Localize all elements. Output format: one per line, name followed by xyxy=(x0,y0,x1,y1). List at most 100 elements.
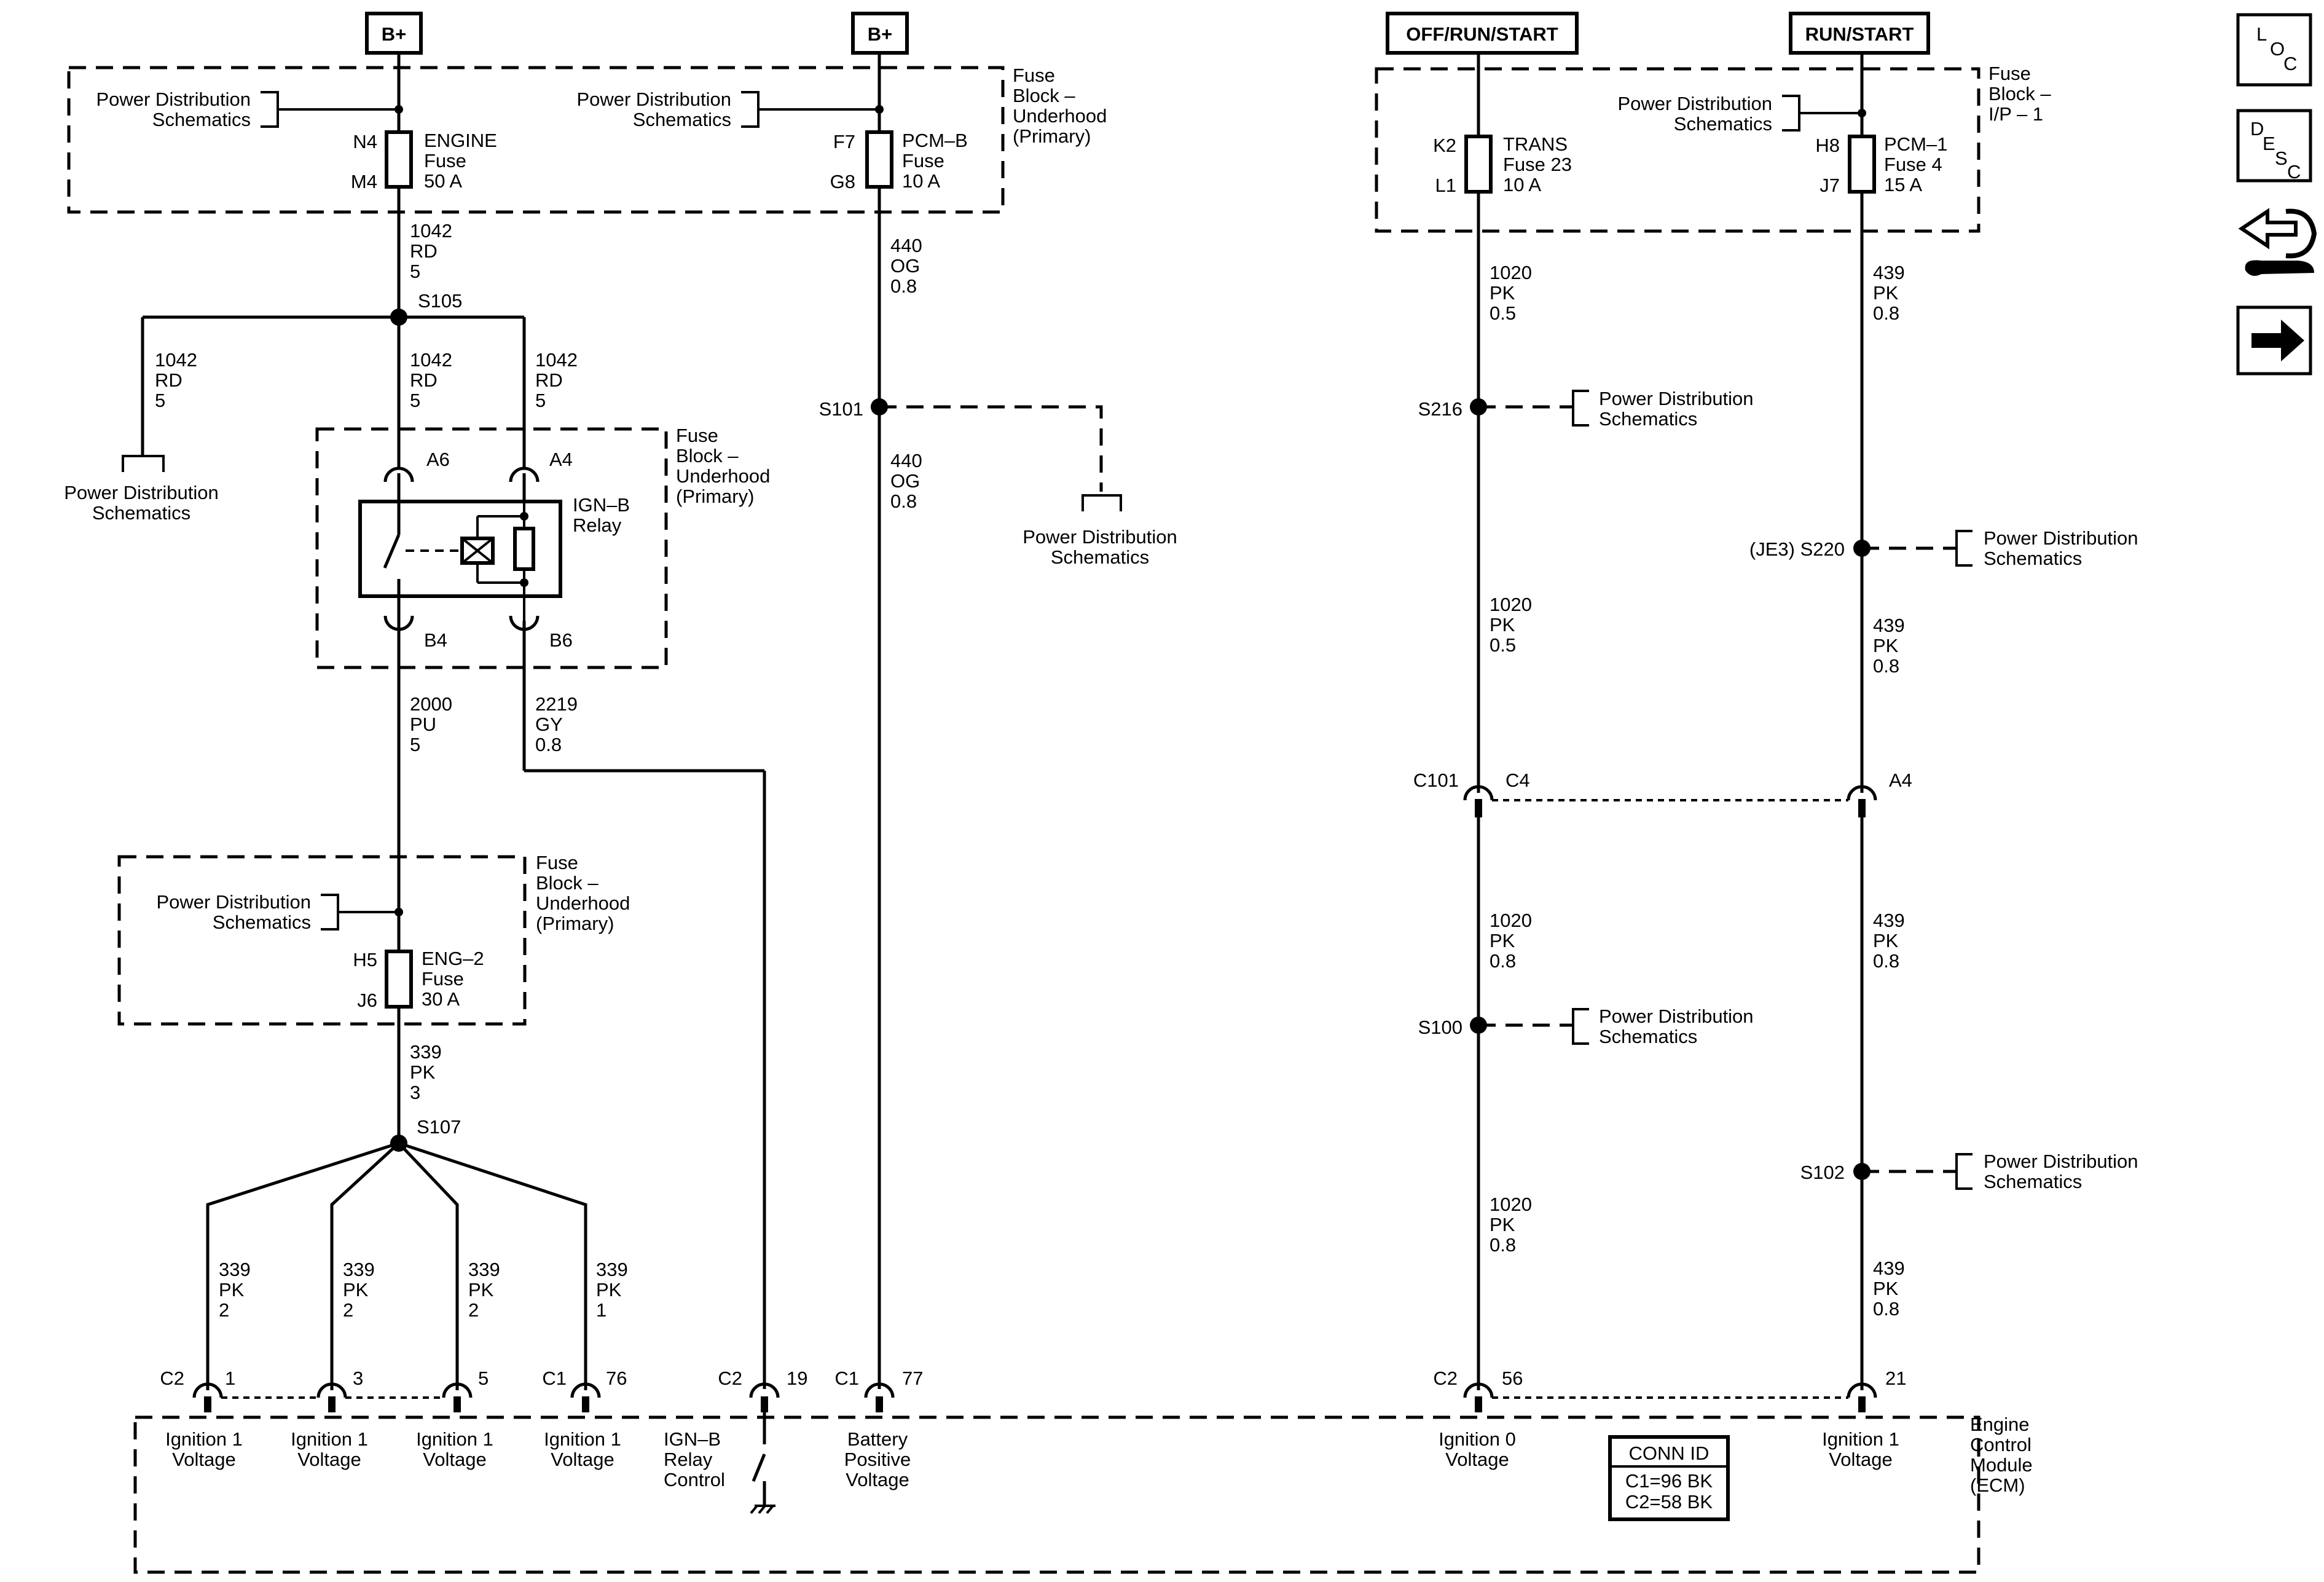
svg-text:1042: 1042 xyxy=(535,349,578,371)
svg-text:Fuse: Fuse xyxy=(536,852,578,873)
svg-text:1020: 1020 xyxy=(1490,594,1532,615)
svg-text:Schematics: Schematics xyxy=(1984,1171,2082,1192)
splice-s105-label: S105 xyxy=(418,290,462,312)
svg-text:Block –: Block – xyxy=(536,872,599,894)
splice-s107-label: S107 xyxy=(417,1116,461,1138)
engine-fuse-type: Fuse xyxy=(424,150,466,171)
ecm-input-ignition1-e: Ignition 1 Voltage xyxy=(1822,1428,1899,1470)
svg-text:0.5: 0.5 xyxy=(1490,634,1516,656)
svg-text:Voltage: Voltage xyxy=(551,1449,614,1470)
svg-text:PK: PK xyxy=(1873,1278,1899,1299)
svg-text:I/P – 1: I/P – 1 xyxy=(1988,103,2043,125)
pd-ref-s100: Power Distribution Schematics xyxy=(1599,1005,1754,1047)
loc-button[interactable]: L O C xyxy=(2236,13,2312,87)
engine-fuse-name: ENGINE xyxy=(424,130,497,151)
wire-1042-right: 1042 RD 5 xyxy=(535,349,578,411)
svg-text:L: L xyxy=(2256,23,2267,45)
ecm-input-ignition1-a: Ignition 1 Voltage xyxy=(165,1428,243,1470)
svg-text:19: 19 xyxy=(787,1368,807,1389)
svg-text:439: 439 xyxy=(1873,615,1905,636)
fuse-block-underhood-relay xyxy=(315,427,668,669)
wire-2000: 2000 PU 5 xyxy=(410,693,452,755)
svg-text:Underhood: Underhood xyxy=(536,892,630,914)
ecm-input-ignition1-b: Ignition 1 Voltage xyxy=(291,1428,368,1470)
connector-icon[interactable] xyxy=(2238,208,2317,276)
svg-text:C2: C2 xyxy=(1433,1368,1458,1389)
wire-339-main: 339 PK 3 xyxy=(410,1041,442,1103)
svg-text:339: 339 xyxy=(468,1259,500,1280)
svg-text:C1=96 BK: C1=96 BK xyxy=(1625,1470,1713,1492)
svg-text:OG: OG xyxy=(890,470,920,492)
svg-text:PK: PK xyxy=(343,1279,369,1301)
svg-text:Underhood: Underhood xyxy=(1013,105,1107,127)
fuse-pin-top: K2 xyxy=(1433,135,1456,156)
svg-text:0.8: 0.8 xyxy=(1873,1298,1899,1320)
svg-text:Power Distribution: Power Distribution xyxy=(576,89,731,110)
wire-439-b: 439 PK 0.8 xyxy=(1873,615,1905,677)
svg-text:0.8: 0.8 xyxy=(535,734,562,755)
power-header-label: B+ xyxy=(382,23,407,45)
svg-text:Voltage: Voltage xyxy=(846,1469,909,1490)
connector-c101: C101 C4 A4 xyxy=(1413,769,1912,817)
trans-fuse-name: TRANS xyxy=(1503,133,1568,155)
svg-text:2: 2 xyxy=(219,1299,229,1321)
svg-text:C1: C1 xyxy=(834,1368,859,1389)
power-header-label: RUN/START xyxy=(1805,23,1914,45)
ecm-input-ignition1-c: Ignition 1 Voltage xyxy=(416,1428,493,1470)
svg-text:Ignition 0: Ignition 0 xyxy=(1439,1428,1516,1450)
power-header-bplus-2: B+ xyxy=(851,12,909,55)
pcm1-fuse xyxy=(1848,135,1876,194)
wire-339-c: 339 PK 2 xyxy=(468,1259,500,1321)
ecm-input-ignition1-d: Ignition 1 Voltage xyxy=(544,1428,621,1470)
wire-2219: 2219 GY 0.8 xyxy=(535,693,578,755)
svg-text:1042: 1042 xyxy=(410,349,452,371)
svg-text:Schematics: Schematics xyxy=(213,911,311,933)
next-arrow-icon[interactable] xyxy=(2236,305,2312,376)
relay-type: Relay xyxy=(573,514,622,536)
wire-440-mid: 440 OG 0.8 xyxy=(890,450,922,512)
connector-c101-label: C101 xyxy=(1413,769,1459,791)
engine-fuse-rating: 50 A xyxy=(424,170,462,192)
pd-ref-eng2-fuse: Power Distribution Schematics xyxy=(156,891,403,933)
fuse-pin-bottom: G8 xyxy=(830,171,855,192)
wire-1020-b: 1020 PK 0.5 xyxy=(1490,594,1532,656)
svg-text:Engine: Engine xyxy=(1970,1414,2030,1435)
svg-text:RD: RD xyxy=(535,369,563,391)
ecm-input-ignition0: Ignition 0 Voltage xyxy=(1439,1428,1516,1470)
svg-text:5: 5 xyxy=(410,390,420,411)
svg-text:RD: RD xyxy=(410,369,438,391)
power-header-label: B+ xyxy=(868,23,893,45)
relay-pin-b6: B6 xyxy=(549,629,573,651)
pcmb-fuse-type: Fuse xyxy=(902,150,944,171)
wire-439-a: 439 PK 0.8 xyxy=(1873,262,1905,324)
svg-text:Power Distribution: Power Distribution xyxy=(1617,93,1772,114)
fuse-pin-bottom: M4 xyxy=(351,171,377,192)
svg-text:Voltage: Voltage xyxy=(1829,1449,1892,1470)
ecm-connector-pins: C2 1 3 5 5 C1 76 C2 19 C1 77 C2 56 xyxy=(160,1368,1906,1412)
svg-text:Power Distribution: Power Distribution xyxy=(1023,526,1177,548)
svg-text:0.5: 0.5 xyxy=(1490,302,1516,324)
power-header-bplus-1: B+ xyxy=(365,12,423,55)
svg-text:5: 5 xyxy=(535,390,546,411)
relay-name: IGN–B xyxy=(573,494,630,516)
eng2-fuse-name: ENG–2 xyxy=(422,948,484,969)
svg-text:440: 440 xyxy=(890,235,922,256)
svg-text:Schematics: Schematics xyxy=(1599,1026,1697,1047)
svg-text:339: 339 xyxy=(596,1259,628,1280)
fuse-pin-bottom: J7 xyxy=(1820,175,1840,196)
splice-s216-label: S216 xyxy=(1418,398,1462,420)
svg-text:0.8: 0.8 xyxy=(1490,1234,1516,1256)
desc-button[interactable]: D E S C xyxy=(2236,109,2312,183)
svg-text:1020: 1020 xyxy=(1490,262,1532,283)
svg-text:Fuse: Fuse xyxy=(1013,65,1055,86)
power-header-run-start: RUN/START xyxy=(1789,12,1930,55)
svg-text:Control: Control xyxy=(664,1469,725,1490)
svg-text:Underhood: Underhood xyxy=(676,465,770,487)
trans-fuse xyxy=(1464,135,1493,194)
svg-text:1: 1 xyxy=(596,1299,607,1321)
svg-text:PK: PK xyxy=(468,1279,494,1301)
svg-text:GY: GY xyxy=(535,714,563,735)
svg-text:Ignition 1: Ignition 1 xyxy=(291,1428,368,1450)
splice-s102-label: S102 xyxy=(1800,1162,1845,1183)
svg-text:77: 77 xyxy=(902,1368,923,1389)
